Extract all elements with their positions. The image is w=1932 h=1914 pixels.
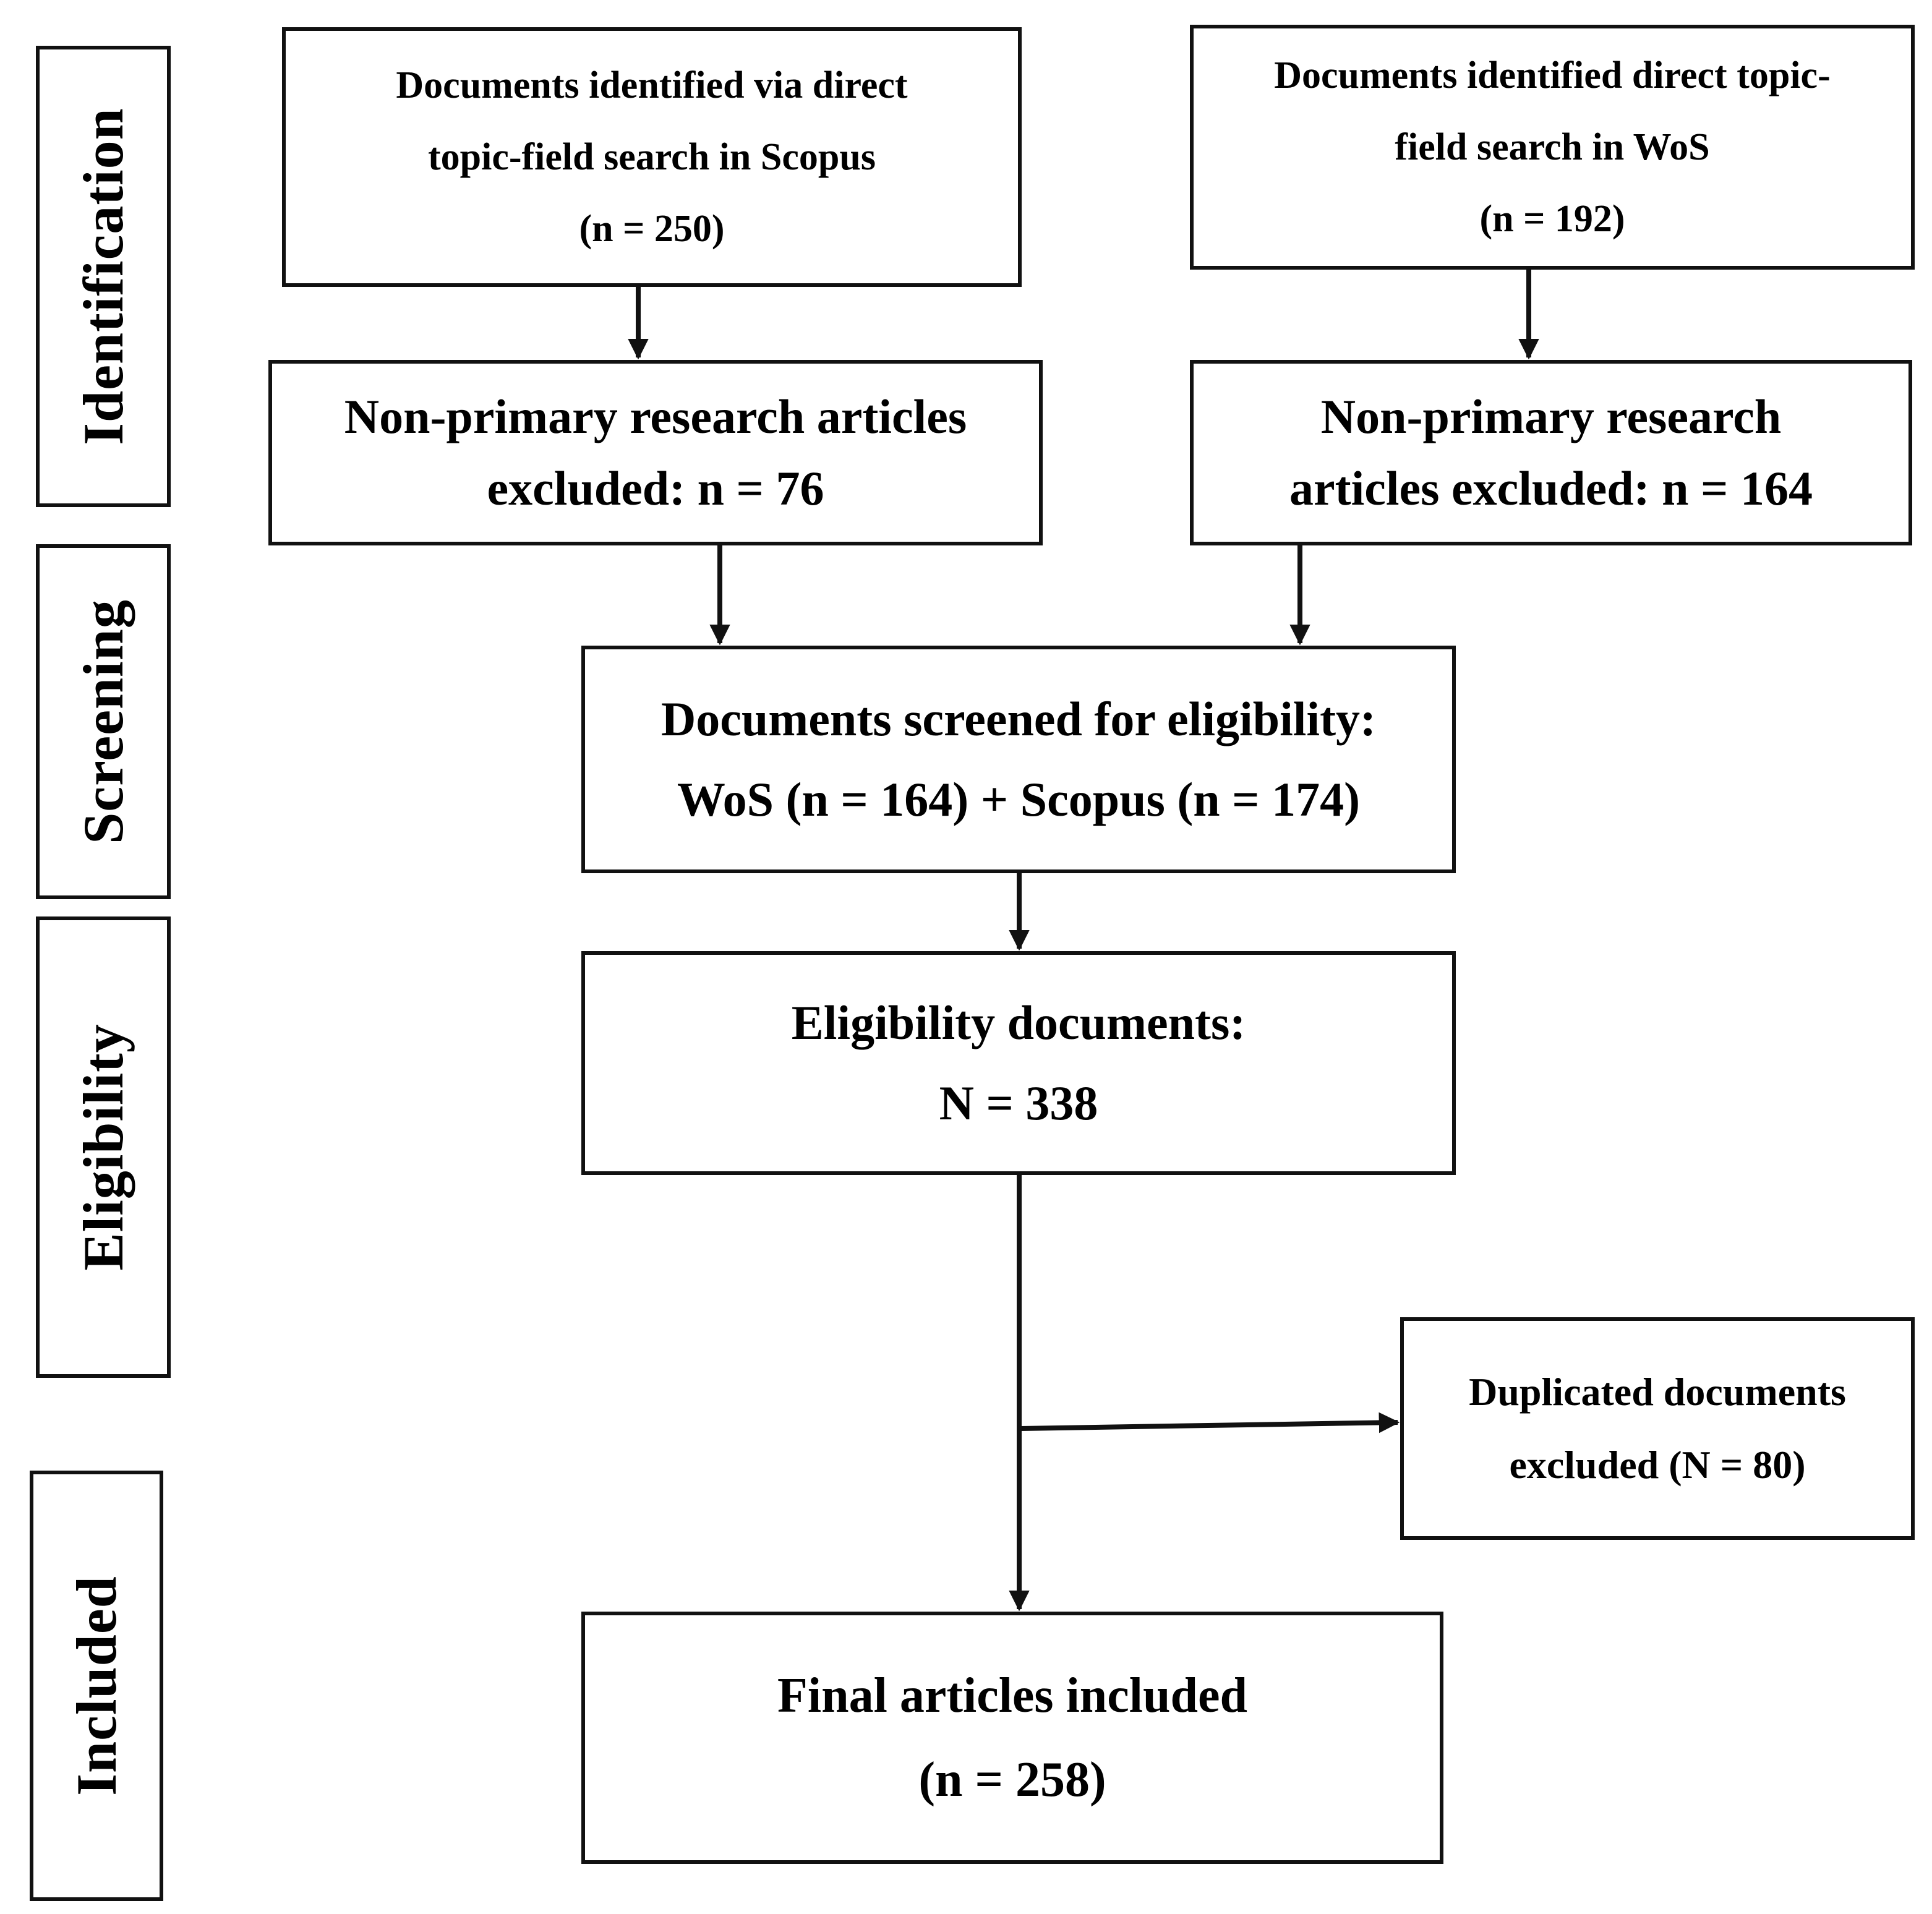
duplicates-line2: excluded (N = 80) — [1509, 1443, 1806, 1487]
scopus-search-count: (n = 250) — [579, 208, 725, 250]
stage-label-eligibility: Eligibility — [72, 1023, 135, 1271]
wos-search-box: Documents identified direct topic- field… — [1190, 25, 1915, 270]
screened-line1: Documents screened for eligibility: — [660, 692, 1377, 746]
scopus-excluded-line1: Non-primary research articles — [344, 390, 967, 443]
duplicates-line1: Duplicated documents — [1469, 1370, 1846, 1414]
wos-excluded-line2: articles excluded: n = 164 — [1289, 461, 1813, 515]
final-line1: Final articles included — [777, 1668, 1247, 1723]
stage-label-screening: Screening — [72, 599, 135, 844]
wos-search-count: (n = 192) — [1479, 198, 1625, 240]
eligibility-box: Eligibility documents: N = 338 — [581, 951, 1456, 1175]
scopus-excluded-line2: excluded: n = 76 — [487, 461, 824, 515]
scopus-excluded-box: Non-primary research articles excluded: … — [268, 360, 1043, 545]
stage-included: Included — [30, 1471, 163, 1901]
stage-label-identification: Identification — [72, 108, 135, 445]
eligibility-line2: N = 338 — [939, 1076, 1098, 1130]
wos-search-line2: field search in WoS — [1395, 126, 1710, 168]
stage-screening: Screening — [36, 544, 171, 899]
final-line2: (n = 258) — [918, 1753, 1106, 1807]
wos-excluded-line1: Non-primary research — [1320, 390, 1782, 443]
final-box: Final articles included (n = 258) — [581, 1612, 1443, 1864]
wos-search-line1: Documents identified direct topic- — [1274, 54, 1831, 96]
duplicates-box: Duplicated documents excluded (N = 80) — [1400, 1317, 1915, 1540]
screened-box: Documents screened for eligibility: WoS … — [581, 646, 1456, 873]
scopus-search-line1: Documents identified via direct — [396, 64, 908, 106]
screened-line2: WoS (n = 164) + Scopus (n = 174) — [677, 772, 1361, 826]
wos-excluded-box: Non-primary research articles excluded: … — [1190, 360, 1912, 545]
stage-identification: Identification — [36, 46, 171, 507]
stage-eligibility: Eligibility — [36, 916, 171, 1378]
eligibility-line1: Eligibility documents: — [791, 996, 1246, 1049]
scopus-search-line2: topic-field search in Scopus — [428, 136, 876, 178]
scopus-search-box: Documents identified via direct topic-fi… — [282, 27, 1022, 287]
arrow-to-duplicates — [1019, 1412, 1400, 1433]
stage-label-included: Included — [65, 1576, 128, 1796]
